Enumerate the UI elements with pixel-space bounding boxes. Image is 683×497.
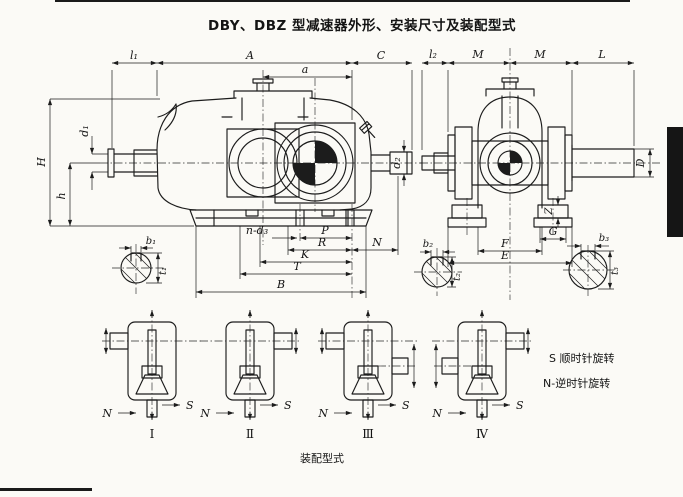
dim-label-N: N (371, 236, 382, 249)
dim-label-a: a (302, 63, 309, 76)
assembly-variant-3: S N Ⅲ (317, 310, 418, 441)
front-centerlines (100, 70, 422, 298)
front-key-section: b₁ t₁ (112, 236, 169, 294)
legend-counterclockwise: N-逆时针旋转 (543, 376, 610, 390)
arrow-label-s: S (186, 399, 194, 412)
legend-clockwise: S 顺时针旋转 (549, 351, 614, 365)
variant-numeral-2: Ⅱ (246, 427, 254, 441)
dim-label-L: L (597, 48, 605, 61)
dim-label-P: P (320, 224, 329, 237)
assembly-variant-2: S N Ⅱ (199, 310, 300, 441)
dim-label-D: D (634, 158, 647, 168)
front-shaft-target-mark (293, 141, 337, 185)
dim-label-Z: Z (544, 206, 555, 215)
side-shaft-target-mark (498, 151, 522, 175)
side-key-section-small: b₂ t₂ (414, 239, 463, 296)
side-key-section-large: b₃ t₃ (563, 233, 621, 296)
dim-label-T: T (293, 260, 302, 273)
dim-label-b2: b₂ (423, 239, 433, 250)
dim-label-A: A (245, 49, 254, 62)
assembly-variant-4: S N Ⅳ (431, 310, 532, 441)
front-view: l₁ A C a H d₁ h d₂ n-d₃ P R N K T B (35, 49, 422, 298)
side-centerlines (420, 48, 662, 300)
assembly-caption: 装配型式 (300, 451, 344, 465)
dim-label-E: E (500, 249, 509, 262)
dim-label-t3: t₃ (610, 267, 621, 275)
variant-numeral-1: Ⅰ (150, 427, 155, 441)
variant-numeral-4: Ⅳ (476, 427, 489, 441)
variant-numeral-3: Ⅲ (362, 427, 374, 441)
dim-label-b3: b₃ (599, 233, 609, 244)
assembly-variant-1: S N Ⅰ (101, 310, 202, 441)
dim-label-l1: l₁ (130, 49, 138, 62)
dim-label-R: R (317, 236, 326, 249)
dim-label-G: G (549, 225, 558, 238)
dim-label-d2: d₂ (390, 157, 403, 168)
arrow-label-n: N (101, 407, 112, 420)
rotation-legend: S 顺时针旋转 N-逆时针旋转 (543, 351, 614, 390)
dim-label-n-d3: n-d₃ (246, 224, 268, 237)
dim-label-F: F (500, 237, 509, 250)
assembly-variants: S N Ⅰ S N Ⅱ S N Ⅲ (101, 310, 532, 441)
dim-label-M-right: M (533, 48, 546, 61)
side-view: l₂ M M L D Z G F E (420, 48, 662, 300)
arrow-label-s: S (284, 399, 292, 412)
dim-label-h: h (55, 192, 68, 199)
dim-label-K: K (300, 248, 310, 261)
arrow-label-n: N (317, 407, 328, 420)
arrow-label-n: N (199, 407, 210, 420)
dim-label-C: C (377, 49, 386, 62)
dim-label-l2: l₂ (429, 48, 437, 61)
dim-label-H: H (35, 157, 48, 168)
side-housing (421, 77, 635, 228)
arrow-label-s: S (402, 399, 410, 412)
dim-label-b1: b₁ (146, 236, 156, 247)
front-dimension-lines (47, 60, 413, 295)
dim-label-d1: d₁ (78, 125, 91, 136)
side-dimension-lines (421, 60, 653, 266)
dim-label-B: B (276, 278, 285, 291)
page-title: DBY、DBZ 型减速器外形、安装尺寸及装配型式 (208, 17, 516, 34)
side-extension-lines (421, 70, 654, 267)
front-extension-lines (50, 70, 413, 298)
arrow-label-s: S (516, 399, 524, 412)
dim-label-t1: t₁ (158, 267, 169, 275)
dim-label-M-left: M (471, 48, 484, 61)
arrow-label-n: N (431, 407, 442, 420)
dim-label-t2: t₂ (452, 273, 463, 281)
front-housing (107, 78, 413, 227)
